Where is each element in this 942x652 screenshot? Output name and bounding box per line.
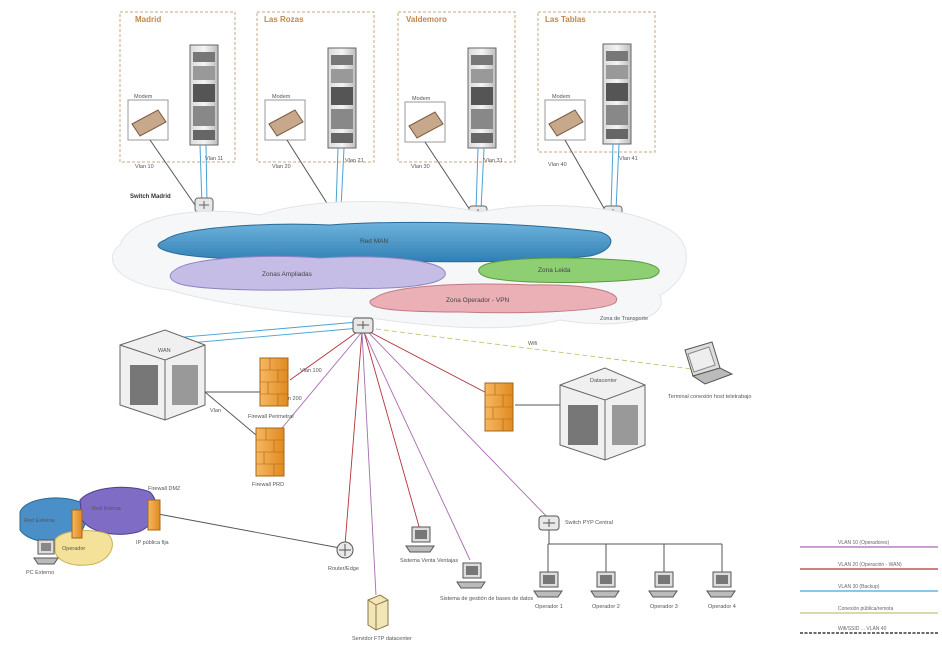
terminal-bus (547, 530, 723, 572)
server-label: WAN (158, 348, 171, 354)
terminal-label: Operador 4 (708, 604, 736, 610)
pc-icon (706, 571, 736, 598)
router-label: Router/Edge (328, 566, 359, 572)
server-label: Datacenter (590, 378, 617, 384)
modem-label: Modem (552, 94, 571, 100)
vlan-label: Vlan (210, 408, 221, 414)
site-madrid: Madrid Modem (119, 11, 236, 163)
firewall-icon (484, 382, 514, 432)
cloud-green-label: Zona Leida (538, 267, 571, 274)
legend-label: VLAN 10 (Operadores) (838, 540, 889, 546)
server-rack-icon (602, 43, 632, 145)
server-cube-icon: WAN (119, 329, 206, 421)
core-links (149, 321, 701, 596)
modem-label: Modem (412, 96, 431, 102)
link-label: Vlan 11 (205, 156, 223, 162)
switch-icon (538, 515, 560, 531)
cloud-main-label: Red MAN (360, 238, 388, 245)
firewall-icon (259, 357, 289, 407)
site-las-tablas: Las Tablas Modem (537, 11, 656, 153)
laptop-label: Terminal conexión host teletrabajo (668, 394, 751, 400)
site-title: Las Rozas (264, 15, 304, 24)
cloud-label: Operador (62, 546, 85, 552)
link-label: Vlan 100 (300, 368, 322, 374)
server-label: Servidor FTP datacenter (352, 636, 412, 642)
cloud-pink: Zona Operador - VPN (369, 283, 618, 314)
legend-item: VLAN 20 (Operación - WAN) (800, 562, 938, 570)
firewall-label: Firewall Perimetral (248, 414, 294, 420)
terminal-label: Operador 1 (535, 604, 563, 610)
link-label: Vlan 41 (619, 156, 638, 162)
server-rack-icon (189, 44, 219, 146)
firewall-label: Firewall DMZ (148, 486, 181, 492)
legend-label: Wifi/SSID ... VLAN 40 (838, 626, 887, 632)
modem-icon (268, 109, 304, 137)
cloud-label: Red Externa (24, 518, 56, 524)
legend-item: VLAN 10 (Operadores) (800, 540, 938, 548)
pc-icon (33, 539, 59, 565)
modem-icon (548, 109, 584, 137)
left-cluster: Red Externa Red Interna Operador Firewal… (19, 486, 181, 576)
pc-icon (648, 571, 678, 598)
legend-label: VLAN 20 (Operación - WAN) (838, 562, 902, 568)
legend: VLAN 10 (Operadores) VLAN 20 (Operación … (800, 540, 938, 634)
cloud-purple-label: Zonas Ampliadas (262, 271, 313, 278)
pc-label: PC Externo (26, 570, 54, 576)
firewall-icon (255, 427, 285, 477)
switch-label: Switch PYP Central (565, 520, 613, 526)
firewall-label: Firewall PRD (252, 482, 284, 488)
cloud-green: Zona Leida (478, 257, 660, 283)
link-label: Vlan 31 (484, 158, 503, 164)
site-links (149, 139, 620, 211)
laptop-icon (684, 341, 734, 385)
router-icon (336, 541, 354, 559)
link-label: Vlan 200 (280, 396, 302, 402)
terminal-label: Operador 3 (650, 604, 678, 610)
legend-label: VLAN 30 (Backup) (838, 584, 880, 590)
server-rack-icon (327, 47, 357, 149)
pc-icon (590, 571, 620, 598)
switch-label: Switch Madrid (130, 194, 171, 200)
site-las-rozas: Las Rozas Modem (256, 11, 375, 163)
site-title: Valdemoro (406, 15, 447, 24)
link-label: Vlan 20 (272, 164, 291, 170)
link-label: Vlan 30 (411, 164, 430, 170)
site-title: Madrid (135, 15, 161, 24)
cloud-main: Red MAN (157, 221, 612, 263)
pc-icon (533, 571, 563, 598)
pc-label: Sistema Venta Ventajas (400, 558, 458, 564)
cloud-pink-label: Zona Operador - VPN (446, 297, 510, 304)
pc-icon (456, 562, 486, 589)
server-cube-icon: Datacenter (559, 367, 646, 461)
legend-item: VLAN 30 (Backup) (800, 584, 938, 592)
pc-icon (405, 526, 435, 553)
server-tower-icon (367, 594, 389, 631)
modem-icon (408, 111, 444, 139)
terminal-label: Operador 2 (592, 604, 620, 610)
wifi-label: Wifi (528, 341, 537, 347)
router-label: IP pública fija (136, 540, 170, 546)
modem-label: Modem (134, 94, 153, 100)
modem-icon (131, 109, 167, 137)
cloud-purple: Zonas Ampliadas (169, 256, 446, 291)
legend-item: Wifi/SSID ... VLAN 40 (800, 626, 938, 634)
cloud-label: Red Interna (92, 506, 122, 512)
site-valdemoro: Valdemoro Modem (397, 11, 516, 163)
link-label: Vlan 10 (135, 164, 154, 170)
switch-icon (194, 197, 214, 213)
link-label: Vlan 21 (345, 158, 364, 164)
link-label: Vlan 40 (548, 162, 567, 168)
core-switch-icon (352, 317, 374, 334)
site-title: Las Tablas (545, 15, 586, 24)
legend-label: Conexión pública/remota (838, 606, 894, 612)
cloud-outer-label: Zona de Transporte (600, 316, 648, 322)
modem-label: Modem (272, 94, 291, 100)
pc-label: Sistema de gestión de bases de datos (440, 596, 534, 602)
server-rack-icon (467, 47, 497, 149)
legend-item: Conexión pública/remota (800, 606, 938, 614)
